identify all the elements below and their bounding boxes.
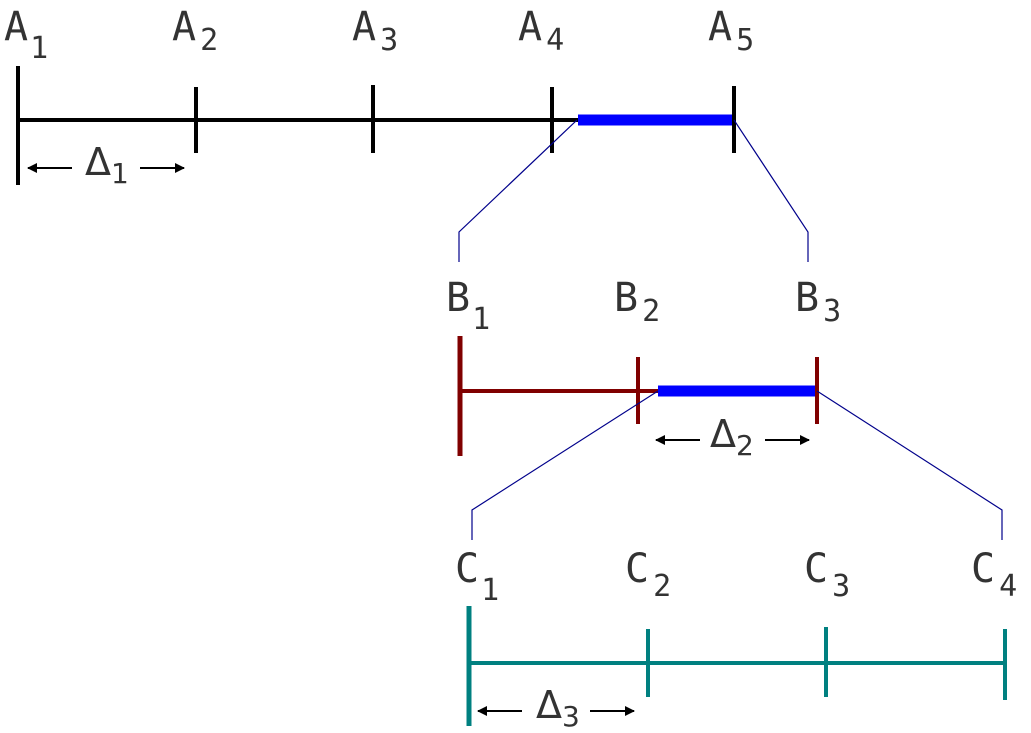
row-b-delta-indicator: Δ2 (655, 412, 810, 462)
row-c-label-1: C1 (455, 546, 499, 608)
connector-b-to-c (471, 390, 1003, 540)
row-b-label-1: B1 (446, 275, 490, 337)
row-c-delta-indicator: Δ3 (477, 683, 635, 733)
row-a-label-1: A1 (4, 4, 48, 66)
row-a-delta-indicator: Δ1 (27, 140, 185, 190)
row-b-delta-label: Δ2 (710, 412, 754, 462)
connector-a-b-right (733, 119, 809, 262)
row-a-delta-label: Δ1 (85, 140, 129, 190)
connector-b-c-left (471, 390, 659, 540)
connector-a-to-b (458, 119, 809, 262)
connector-b-c-right (816, 390, 1003, 540)
row-c-delta-label: Δ3 (536, 683, 580, 733)
connector-a-b-left (458, 119, 578, 262)
